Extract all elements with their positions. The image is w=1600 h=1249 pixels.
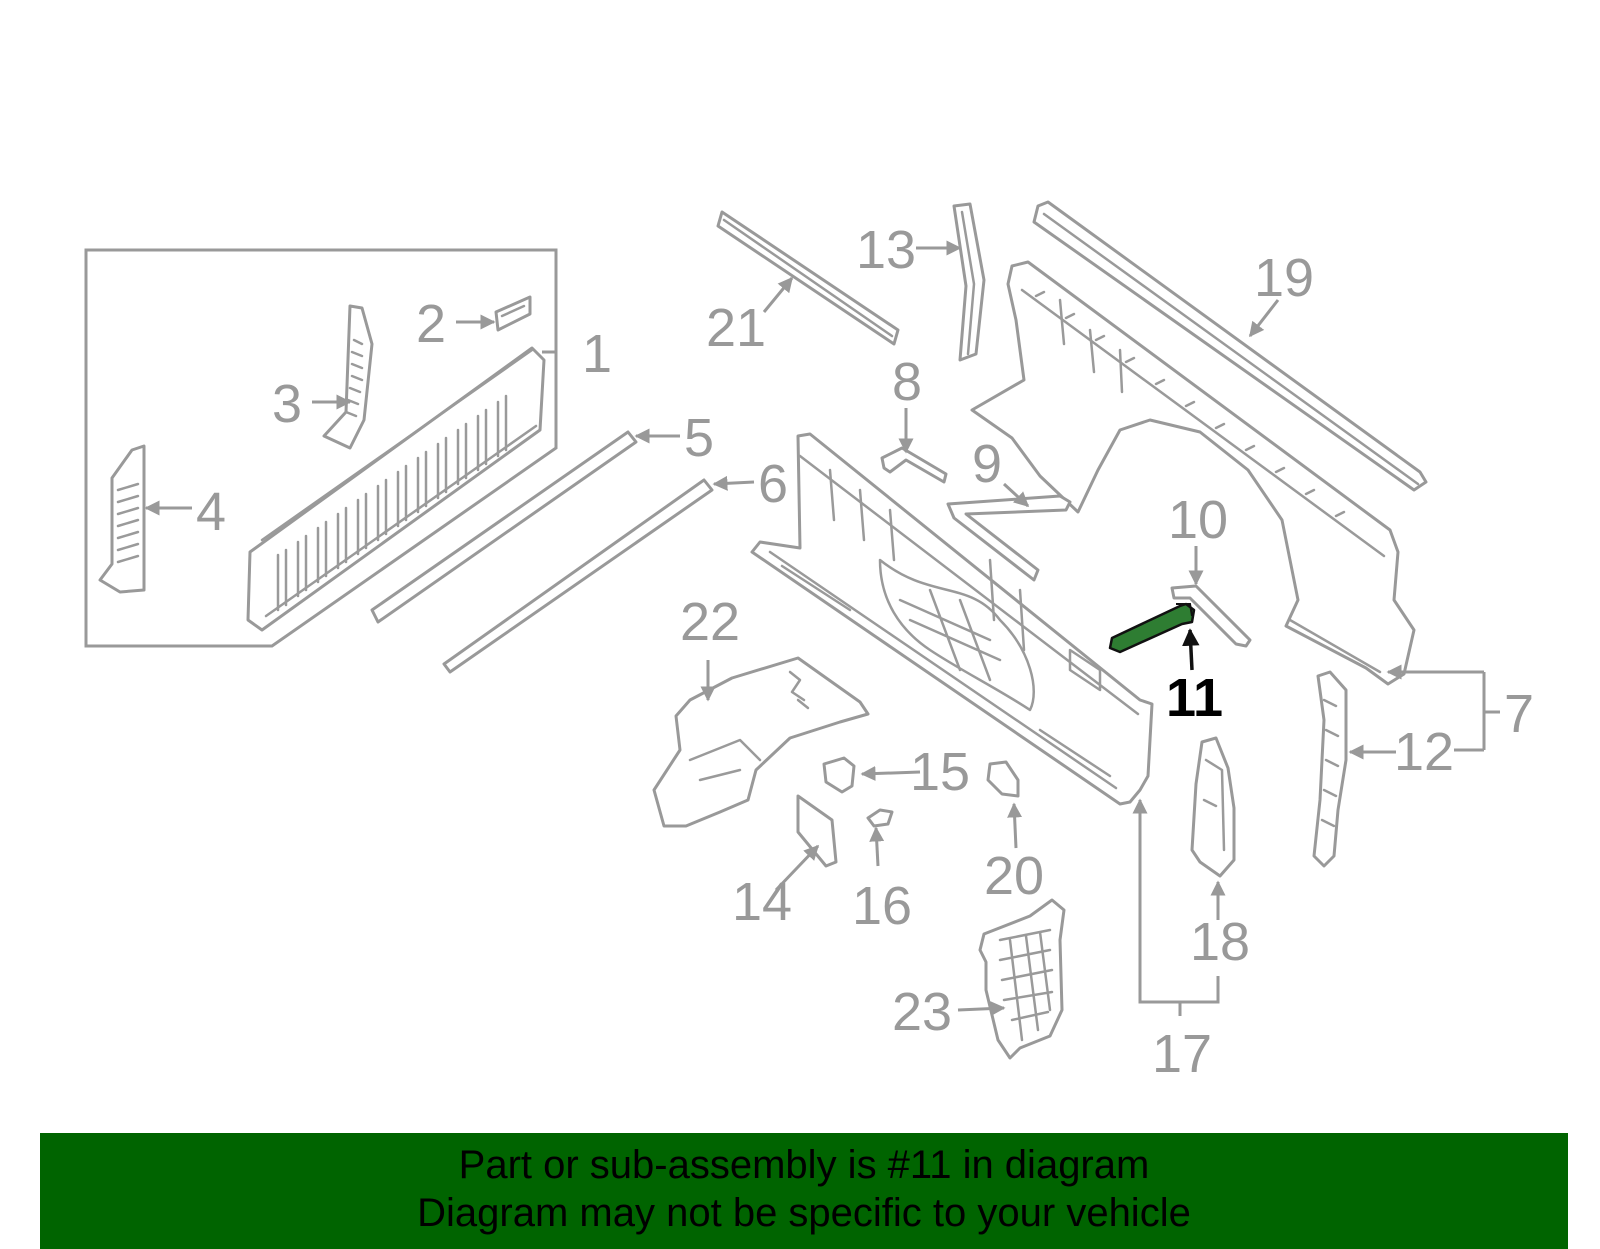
- part-23-splash-shield: [978, 898, 1066, 1060]
- leader-9: [1002, 482, 1030, 508]
- callout-3: 3: [272, 374, 302, 434]
- callout-15: 15: [910, 742, 970, 802]
- part-18-bracket: [1190, 736, 1236, 878]
- leader-lines: [144, 240, 1500, 1017]
- part-22-wheelhouse-liner: [652, 656, 870, 828]
- part-17-front-panel: [750, 432, 1154, 806]
- callout-20: 20: [984, 846, 1044, 906]
- callout-22: 22: [680, 592, 740, 652]
- callout-2: 2: [416, 294, 446, 354]
- callout-14: 14: [732, 872, 792, 932]
- part-15-clip: [822, 756, 856, 794]
- footer-banner: Part or sub-assembly is #11 in diagram D…: [40, 1133, 1568, 1249]
- callout-21: 21: [706, 298, 766, 358]
- callout-17: 17: [1152, 1024, 1212, 1084]
- callout-13: 13: [856, 220, 916, 280]
- callout-7: 7: [1504, 684, 1534, 744]
- leader-6: [712, 475, 755, 491]
- leader-14: [774, 844, 820, 892]
- leader-19: [1248, 299, 1280, 338]
- callout-23: 23: [892, 982, 952, 1042]
- footer-line-2: Diagram may not be specific to your vehi…: [417, 1191, 1191, 1235]
- callout-1: 1: [582, 324, 612, 384]
- leader-15: [860, 766, 921, 782]
- part-9-support: [946, 494, 1072, 582]
- callout-9: 9: [972, 434, 1002, 494]
- callout-12: 12: [1394, 722, 1454, 782]
- footer-line-1: Part or sub-assembly is #11 in diagram: [458, 1143, 1150, 1187]
- part-16-clip: [866, 808, 894, 828]
- tailgate-assembly-group: [84, 248, 558, 648]
- part-1-tailgate-panel: [246, 346, 546, 632]
- part-13-post: [952, 202, 986, 362]
- part-3-end-cap: [322, 304, 374, 450]
- callout-19: 19: [1254, 248, 1314, 308]
- callout-8: 8: [892, 352, 922, 412]
- leader-16: [869, 826, 885, 867]
- part-11-highlighted-rod: [1108, 602, 1196, 654]
- part-10-rod: [1170, 584, 1252, 648]
- part-20-pad: [986, 760, 1020, 798]
- part-4-side-cap: [98, 444, 146, 594]
- part-19-top-rail: [1032, 200, 1428, 492]
- assembly-box: [84, 248, 558, 648]
- callout-6: 6: [758, 454, 788, 514]
- part-12-bracket: [1312, 670, 1348, 868]
- leader-21: [762, 276, 794, 313]
- part-7-side-panel: [970, 260, 1416, 686]
- leader-7-bracket: [1400, 670, 1500, 752]
- part-2-bracket: [494, 295, 532, 332]
- part-14-bracket: [796, 794, 838, 868]
- leader-23: [957, 1001, 1006, 1017]
- part-21-rail: [716, 210, 900, 346]
- callout-5: 5: [684, 408, 714, 468]
- callout-4: 4: [196, 482, 226, 542]
- callout-11: 11: [1166, 668, 1223, 728]
- callout-10: 10: [1168, 490, 1228, 550]
- part-6-strip: [442, 478, 714, 674]
- leader-11: [1182, 628, 1200, 671]
- leader-20: [1007, 802, 1023, 849]
- callout-18: 18: [1190, 912, 1250, 972]
- callout-labels: 1 2 3 4 5 6 7 8 9 10 11 12 13 14 15 16 1…: [196, 220, 1534, 1084]
- callout-16: 16: [852, 876, 912, 936]
- leader-17-bracket: [1138, 800, 1220, 1016]
- part-8-brace: [880, 446, 948, 484]
